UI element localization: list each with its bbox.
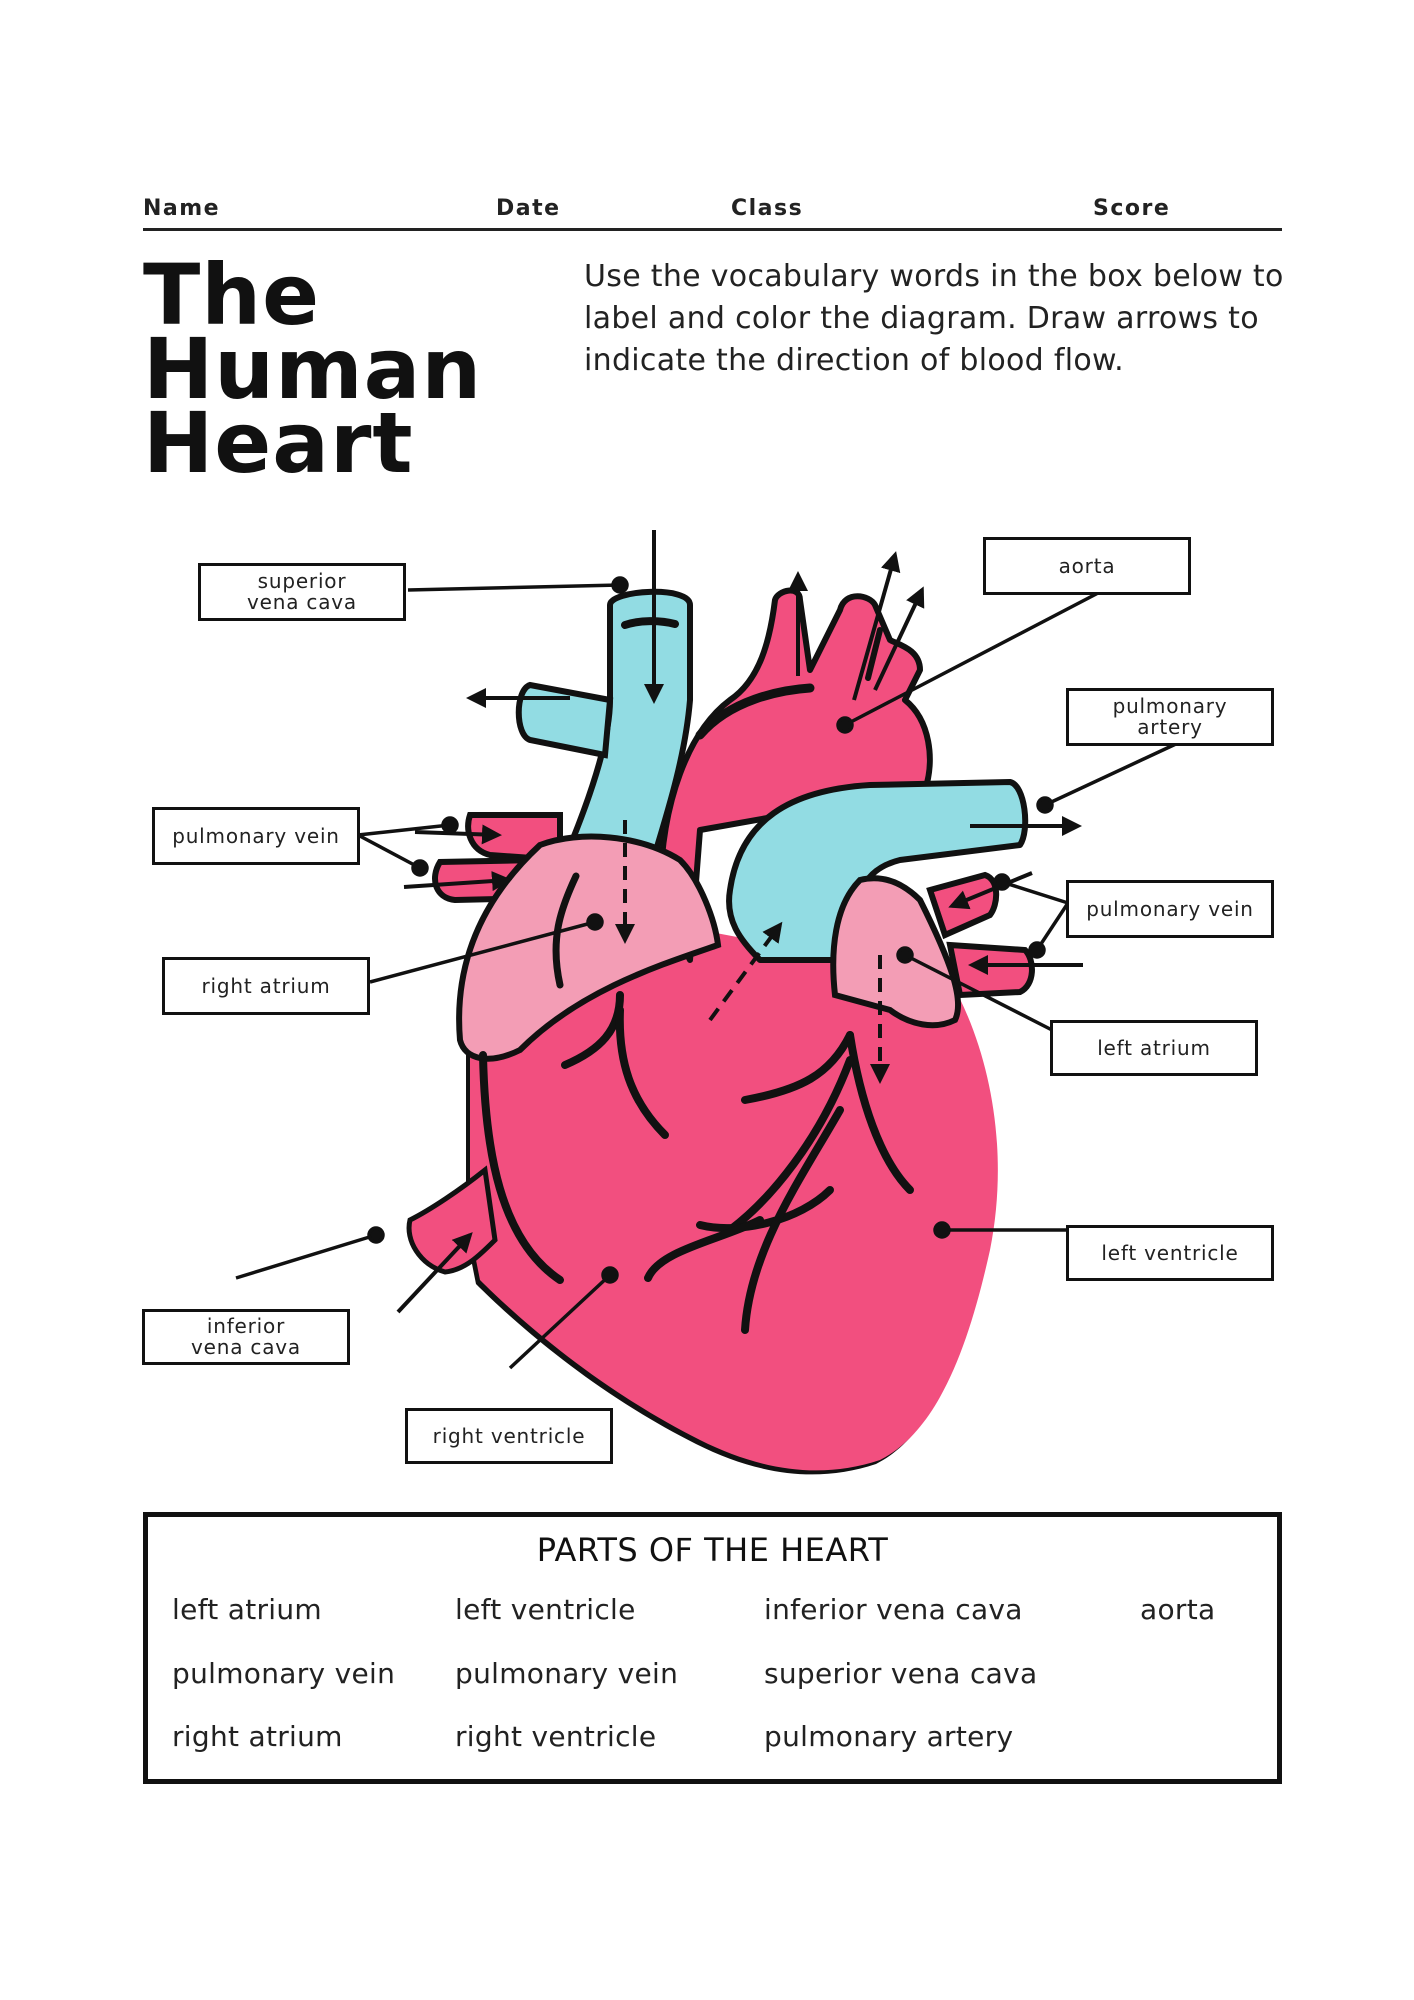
label-left-atrium: left atrium [1050, 1020, 1258, 1076]
label-aorta: aorta [983, 537, 1191, 595]
right-pulmonary-veins-shape [926, 871, 1035, 999]
label-inferior-vena-cava: inferior vena cava [142, 1309, 350, 1365]
label-right-atrium: right atrium [162, 957, 370, 1015]
right-atrium-shape [456, 833, 722, 1062]
part-word: right atrium [172, 1720, 343, 1753]
title-line-3: Heart [143, 394, 414, 492]
date-field-label: Date [496, 196, 561, 221]
part-word: left ventricle [455, 1593, 636, 1626]
label-pulmonary-vein-right: pulmonary vein [1066, 880, 1274, 938]
label-left-ventricle: left ventricle [1066, 1225, 1274, 1281]
blood-flow-arrows [396, 530, 1083, 1314]
left-atrium-shape [830, 875, 961, 1029]
worksheet-header-row: Name Date Class Score [143, 196, 1282, 231]
coronary-vessel-lines [479, 991, 914, 1334]
score-field-label: Score [1093, 196, 1171, 221]
part-word: right ventricle [455, 1720, 657, 1753]
class-field-label: Class [731, 196, 804, 221]
name-field-label: Name [143, 196, 221, 221]
label-pulmonary-vein-left: pulmonary vein [152, 807, 360, 865]
title-line-2: Human [143, 320, 483, 418]
inferior-vena-cava-shape [406, 1165, 498, 1275]
label-pulmonary-artery: pulmonary artery [1066, 688, 1274, 746]
title-line-1: The [143, 246, 321, 344]
label-superior-vena-cava: superior vena cava [198, 563, 406, 621]
part-word: pulmonary artery [764, 1720, 1014, 1753]
part-word: left atrium [172, 1593, 322, 1626]
part-word: pulmonary vein [172, 1657, 396, 1690]
pulmonary-artery-shape [726, 779, 1029, 963]
ventricles-shape [466, 880, 998, 1475]
part-word: superior vena cava [764, 1657, 1038, 1690]
parts-box-title: PARTS OF THE HEART [536, 1531, 889, 1569]
page-title: The Human Heart [143, 246, 483, 492]
part-word: inferior vena cava [764, 1593, 1023, 1626]
parts-vocabulary-box: PARTS OF THE HEART left atrium pulmonary… [143, 1512, 1282, 1784]
leader-lines [235, 576, 1179, 1370]
label-right-ventricle: right ventricle [405, 1408, 613, 1464]
instructions-text: Use the vocabulary words in the box belo… [584, 259, 1284, 378]
superior-vena-cava-shape [515, 588, 693, 873]
part-word: aorta [1140, 1593, 1216, 1626]
part-word: pulmonary vein [455, 1657, 679, 1690]
